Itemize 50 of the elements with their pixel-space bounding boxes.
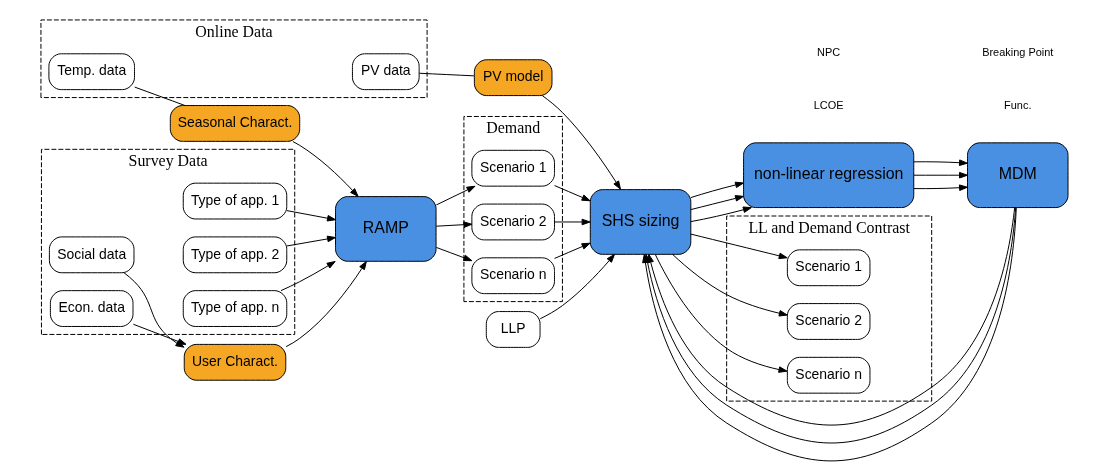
connector [418, 72, 474, 77]
arrow [654, 253, 787, 373]
node-box: non-linear regression [742, 142, 914, 209]
node-box: Scenario n [470, 257, 555, 295]
arrow [553, 185, 591, 202]
arrow [912, 159, 968, 166]
arrow [689, 233, 788, 260]
node-box: MDM [966, 142, 1068, 209]
arrow [539, 253, 615, 320]
arrow [689, 195, 744, 211]
arrow [689, 206, 752, 223]
node-box: Scenario 2 [470, 203, 555, 241]
node-box: Scenario 1 [470, 149, 555, 187]
node-box: LLP [485, 311, 541, 348]
node-box: Social data [48, 236, 134, 274]
arrow [553, 218, 591, 226]
node-box: PV model [473, 59, 552, 97]
node-box: Scenario 1 [786, 249, 870, 287]
node-box: RAMP [334, 196, 437, 262]
arrow [285, 260, 367, 348]
arrow [435, 185, 475, 206]
node-box: Type of app. n [182, 290, 287, 327]
node-box: PV data [351, 53, 420, 91]
arrow [689, 181, 744, 199]
arrow [553, 242, 591, 259]
arrow [671, 253, 788, 317]
node-box: Scenario n [786, 356, 870, 394]
node-box: Scenario 2 [786, 303, 870, 340]
arrow [435, 221, 472, 228]
arrow [541, 95, 621, 190]
label: Func. [1003, 99, 1031, 112]
node-box: User Charact. [183, 343, 286, 381]
node-box: SHS sizing [589, 189, 691, 255]
node-box: Type of app. 2 [182, 236, 287, 274]
node-box: Temp. data [47, 53, 135, 91]
arrow [912, 184, 968, 191]
arrow [435, 246, 472, 262]
arrow [132, 323, 186, 345]
arrow [912, 171, 968, 179]
node-box: Econ. data [49, 290, 133, 327]
arrow [285, 235, 336, 247]
node-box: Type of app. 1 [182, 182, 287, 220]
label: Breaking Point [981, 45, 1053, 58]
connector [133, 86, 185, 106]
arrow [279, 261, 336, 292]
arrow [285, 210, 336, 222]
label: NPC [816, 45, 840, 58]
arrow [291, 141, 359, 197]
label: LCOE [813, 99, 844, 112]
node-box: Seasonal Charact. [169, 105, 300, 142]
